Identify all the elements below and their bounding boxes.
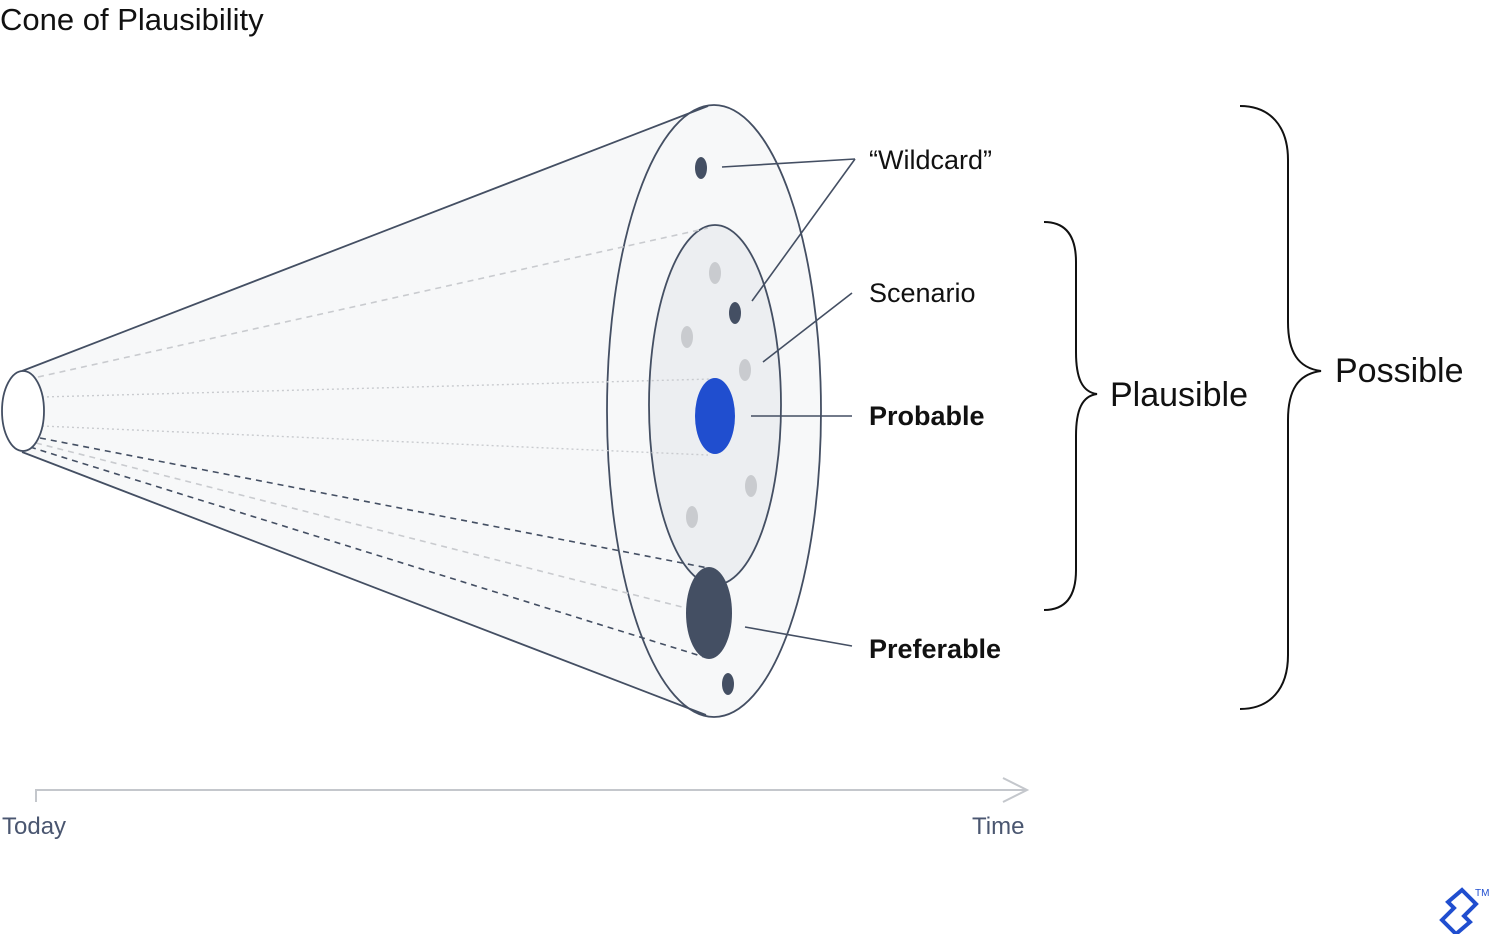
scenario-leader: [762, 292, 853, 363]
today-ellipse: [1, 370, 45, 452]
scenario-dot: [739, 359, 751, 381]
axis-end-label: Time: [972, 813, 1024, 840]
scenario-dot: [709, 262, 721, 284]
scenario-label: Scenario: [869, 278, 976, 308]
cone-bottom-edge: [21, 451, 707, 716]
time-axis-arrowhead: [1002, 777, 1030, 803]
preferable-leader: [744, 626, 853, 647]
wildcard-dot: [695, 157, 707, 179]
plausible-brace: [1043, 221, 1098, 611]
projection-line-probable-top: [41, 378, 713, 398]
projection-line-preferable-bottom: [29, 446, 705, 658]
probable-dot: [695, 378, 735, 454]
plausible-label: Plausible: [1110, 376, 1248, 414]
probable-label: Probable: [869, 401, 985, 431]
scenario-dot: [686, 506, 698, 528]
axis-start-label: Today: [2, 813, 66, 840]
wildcard-dot: [729, 302, 741, 324]
preferable-dot: [686, 567, 732, 659]
cone-top-edge: [21, 105, 709, 372]
diagram-title: Cone of Plausibility: [0, 2, 264, 37]
cone-body: [22, 105, 714, 717]
wildcard-leader-inner: [751, 158, 856, 302]
scenario-dot: [681, 326, 693, 348]
wildcard-leader-top: [721, 158, 856, 168]
projection-line-preferable-top: [39, 437, 709, 569]
possible-brace: [1239, 105, 1322, 710]
projection-line-plausible-top: [37, 227, 709, 378]
toptal-logo-icon: [1439, 887, 1479, 934]
wildcard-dot: [722, 673, 734, 695]
possible-label: Possible: [1335, 352, 1464, 390]
wildcard-label: “Wildcard”: [869, 145, 992, 175]
scenario-dot: [745, 475, 757, 497]
projection-line-plausible-bottom: [35, 442, 687, 609]
preferable-label: Preferable: [869, 634, 1001, 664]
projection-line-probable-bottom: [41, 425, 709, 456]
trademark-label: TM: [1475, 888, 1489, 899]
